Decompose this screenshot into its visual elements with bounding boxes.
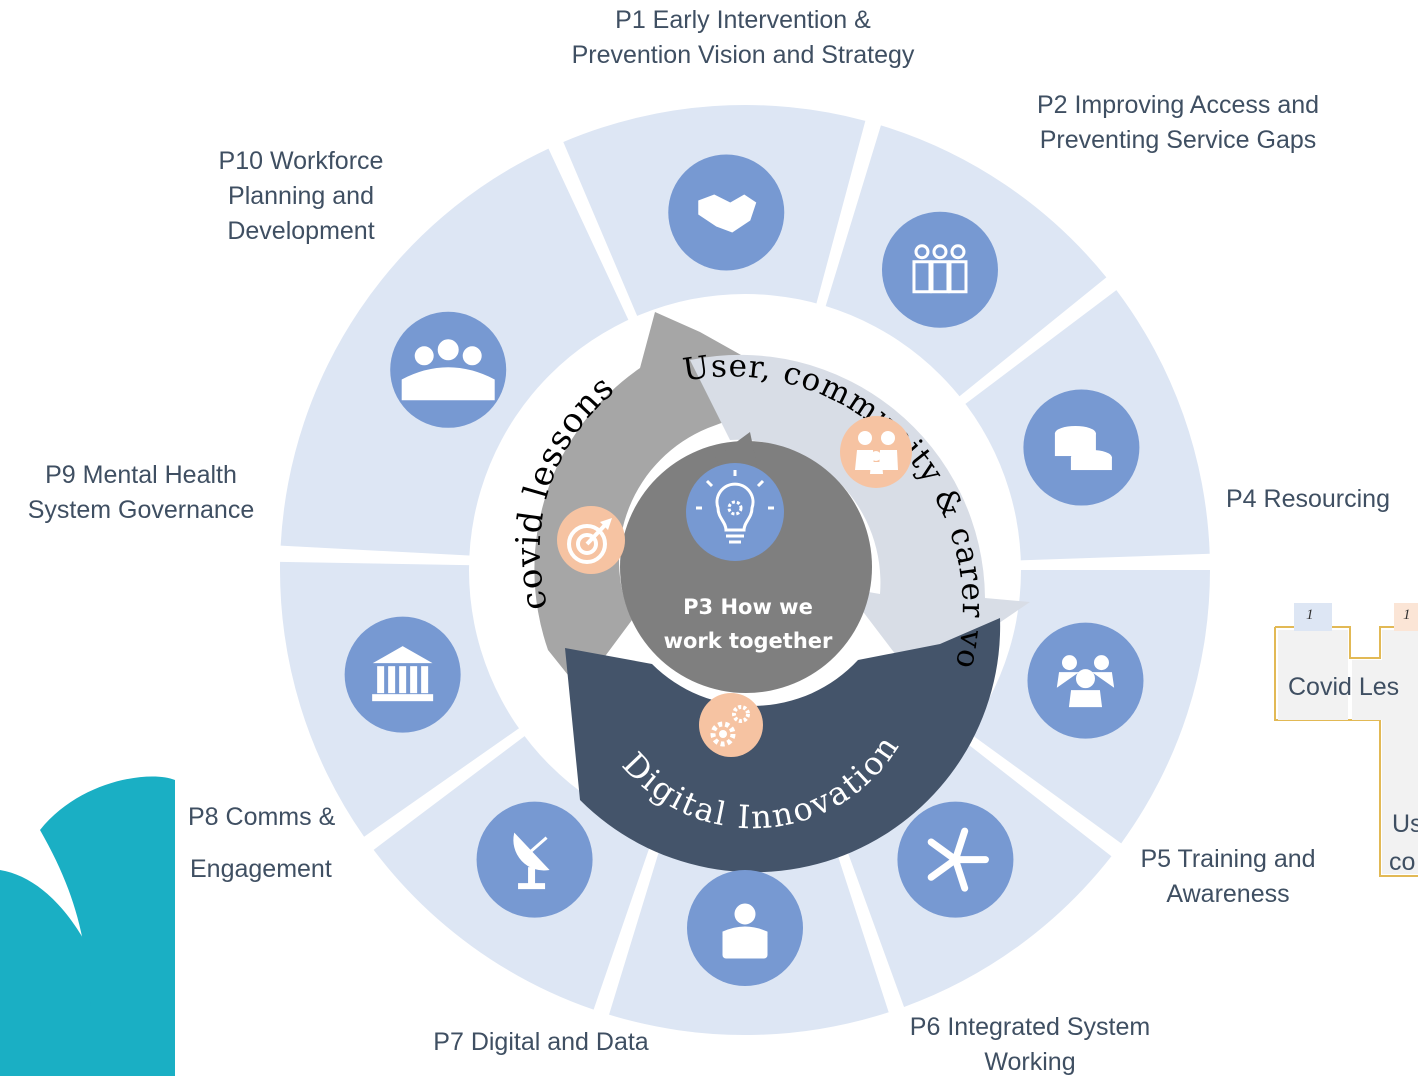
center-notch xyxy=(712,432,758,470)
side-panel-number: 1 xyxy=(1403,607,1411,623)
center-circle xyxy=(620,441,872,693)
user-voice-arrow xyxy=(690,354,1030,680)
segment-label-p1: P1 Early Intervention &Prevention Vision… xyxy=(571,6,915,69)
group-people-icon xyxy=(1027,622,1144,739)
covid-lessons-arrow xyxy=(534,312,756,690)
person-laptop-icon xyxy=(687,870,803,986)
segment-label-p8-line1: P8 Comms & xyxy=(188,803,336,831)
segment-label-p7: P7 Digital and Data xyxy=(433,1028,649,1056)
teal-leaf-decoration xyxy=(40,776,175,1076)
digital-innovation-arrow xyxy=(565,618,1001,873)
target-icon xyxy=(557,506,625,574)
segment-label-p8-line2: Engagement xyxy=(190,855,332,883)
bank-building-icon xyxy=(344,616,461,733)
side-panel-user-text: Us xyxy=(1392,810,1418,838)
side-panel-number: 1 xyxy=(1306,607,1314,623)
center-label-line1: P3 How we xyxy=(683,595,813,619)
gears-icon xyxy=(699,693,763,757)
side-panel-user-text: co xyxy=(1389,848,1416,876)
center-label-line2: work together xyxy=(664,629,833,653)
side-panel xyxy=(1274,603,1418,877)
handshake-icon xyxy=(668,154,785,271)
side-panel-covid-text: Covid Les xyxy=(1288,673,1400,701)
family-icon xyxy=(840,416,912,488)
coins-icon xyxy=(1023,389,1140,506)
segment-label-p4: P4 Resourcing xyxy=(1226,485,1390,513)
lightbulb-gear-icon xyxy=(686,463,784,561)
hands-together-icon xyxy=(897,801,1014,918)
team-people-icon xyxy=(881,211,998,328)
satellite-dish-icon xyxy=(476,801,593,918)
meeting-people-icon xyxy=(390,311,507,428)
